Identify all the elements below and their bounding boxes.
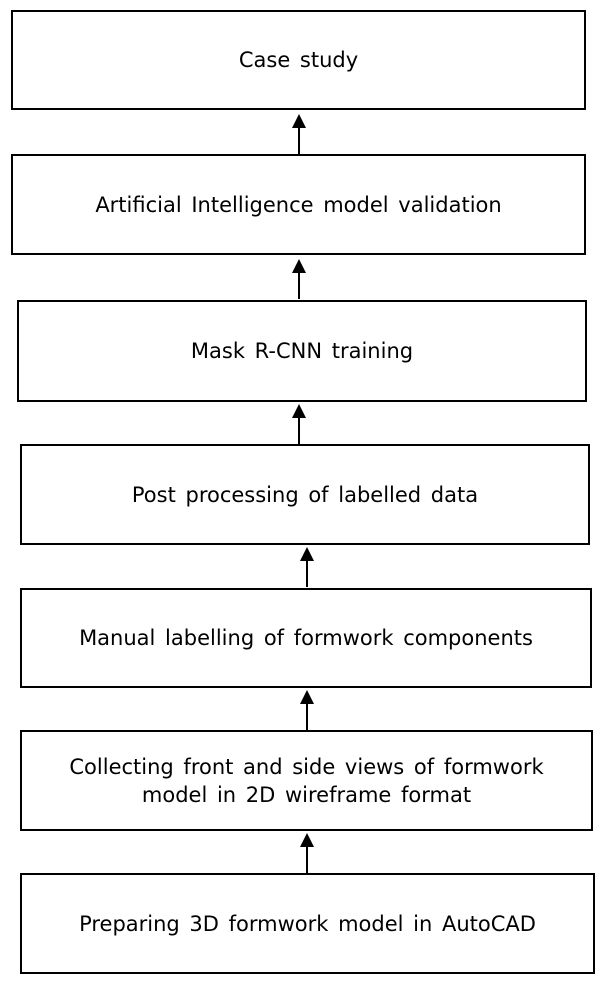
step-label: Preparing 3D formwork model in AutoCAD xyxy=(79,911,536,936)
step-label: Mask R-CNN training xyxy=(190,339,414,363)
step-label: Post processing of labelled data xyxy=(131,482,479,507)
arrow-up-icon xyxy=(292,404,306,444)
step-post-processing: Post processing of labelled data xyxy=(20,444,590,545)
step-label: Artificial Intelligence model validation xyxy=(95,192,502,217)
step-label: Case study xyxy=(238,48,359,72)
step-ai-validation: Artificial Intelligence model validation xyxy=(11,154,586,255)
step-label: Collecting front and side views of formw… xyxy=(69,754,544,807)
arrow-up-icon xyxy=(292,259,306,299)
step-manual-labelling: Manual labelling of formwork components xyxy=(20,588,592,688)
arrow-up-icon xyxy=(300,833,314,873)
step-mask-rcnn: Mask R-CNN training xyxy=(17,300,587,402)
arrow-up-icon xyxy=(300,547,314,587)
arrow-up-icon xyxy=(292,114,306,154)
step-collecting-views: Collecting front and side views of formw… xyxy=(20,730,593,831)
step-label: Manual labelling of formwork components xyxy=(79,626,533,650)
step-preparing-model: Preparing 3D formwork model in AutoCAD xyxy=(20,873,595,974)
step-case-study: Case study xyxy=(11,10,586,110)
arrow-up-icon xyxy=(300,690,314,730)
